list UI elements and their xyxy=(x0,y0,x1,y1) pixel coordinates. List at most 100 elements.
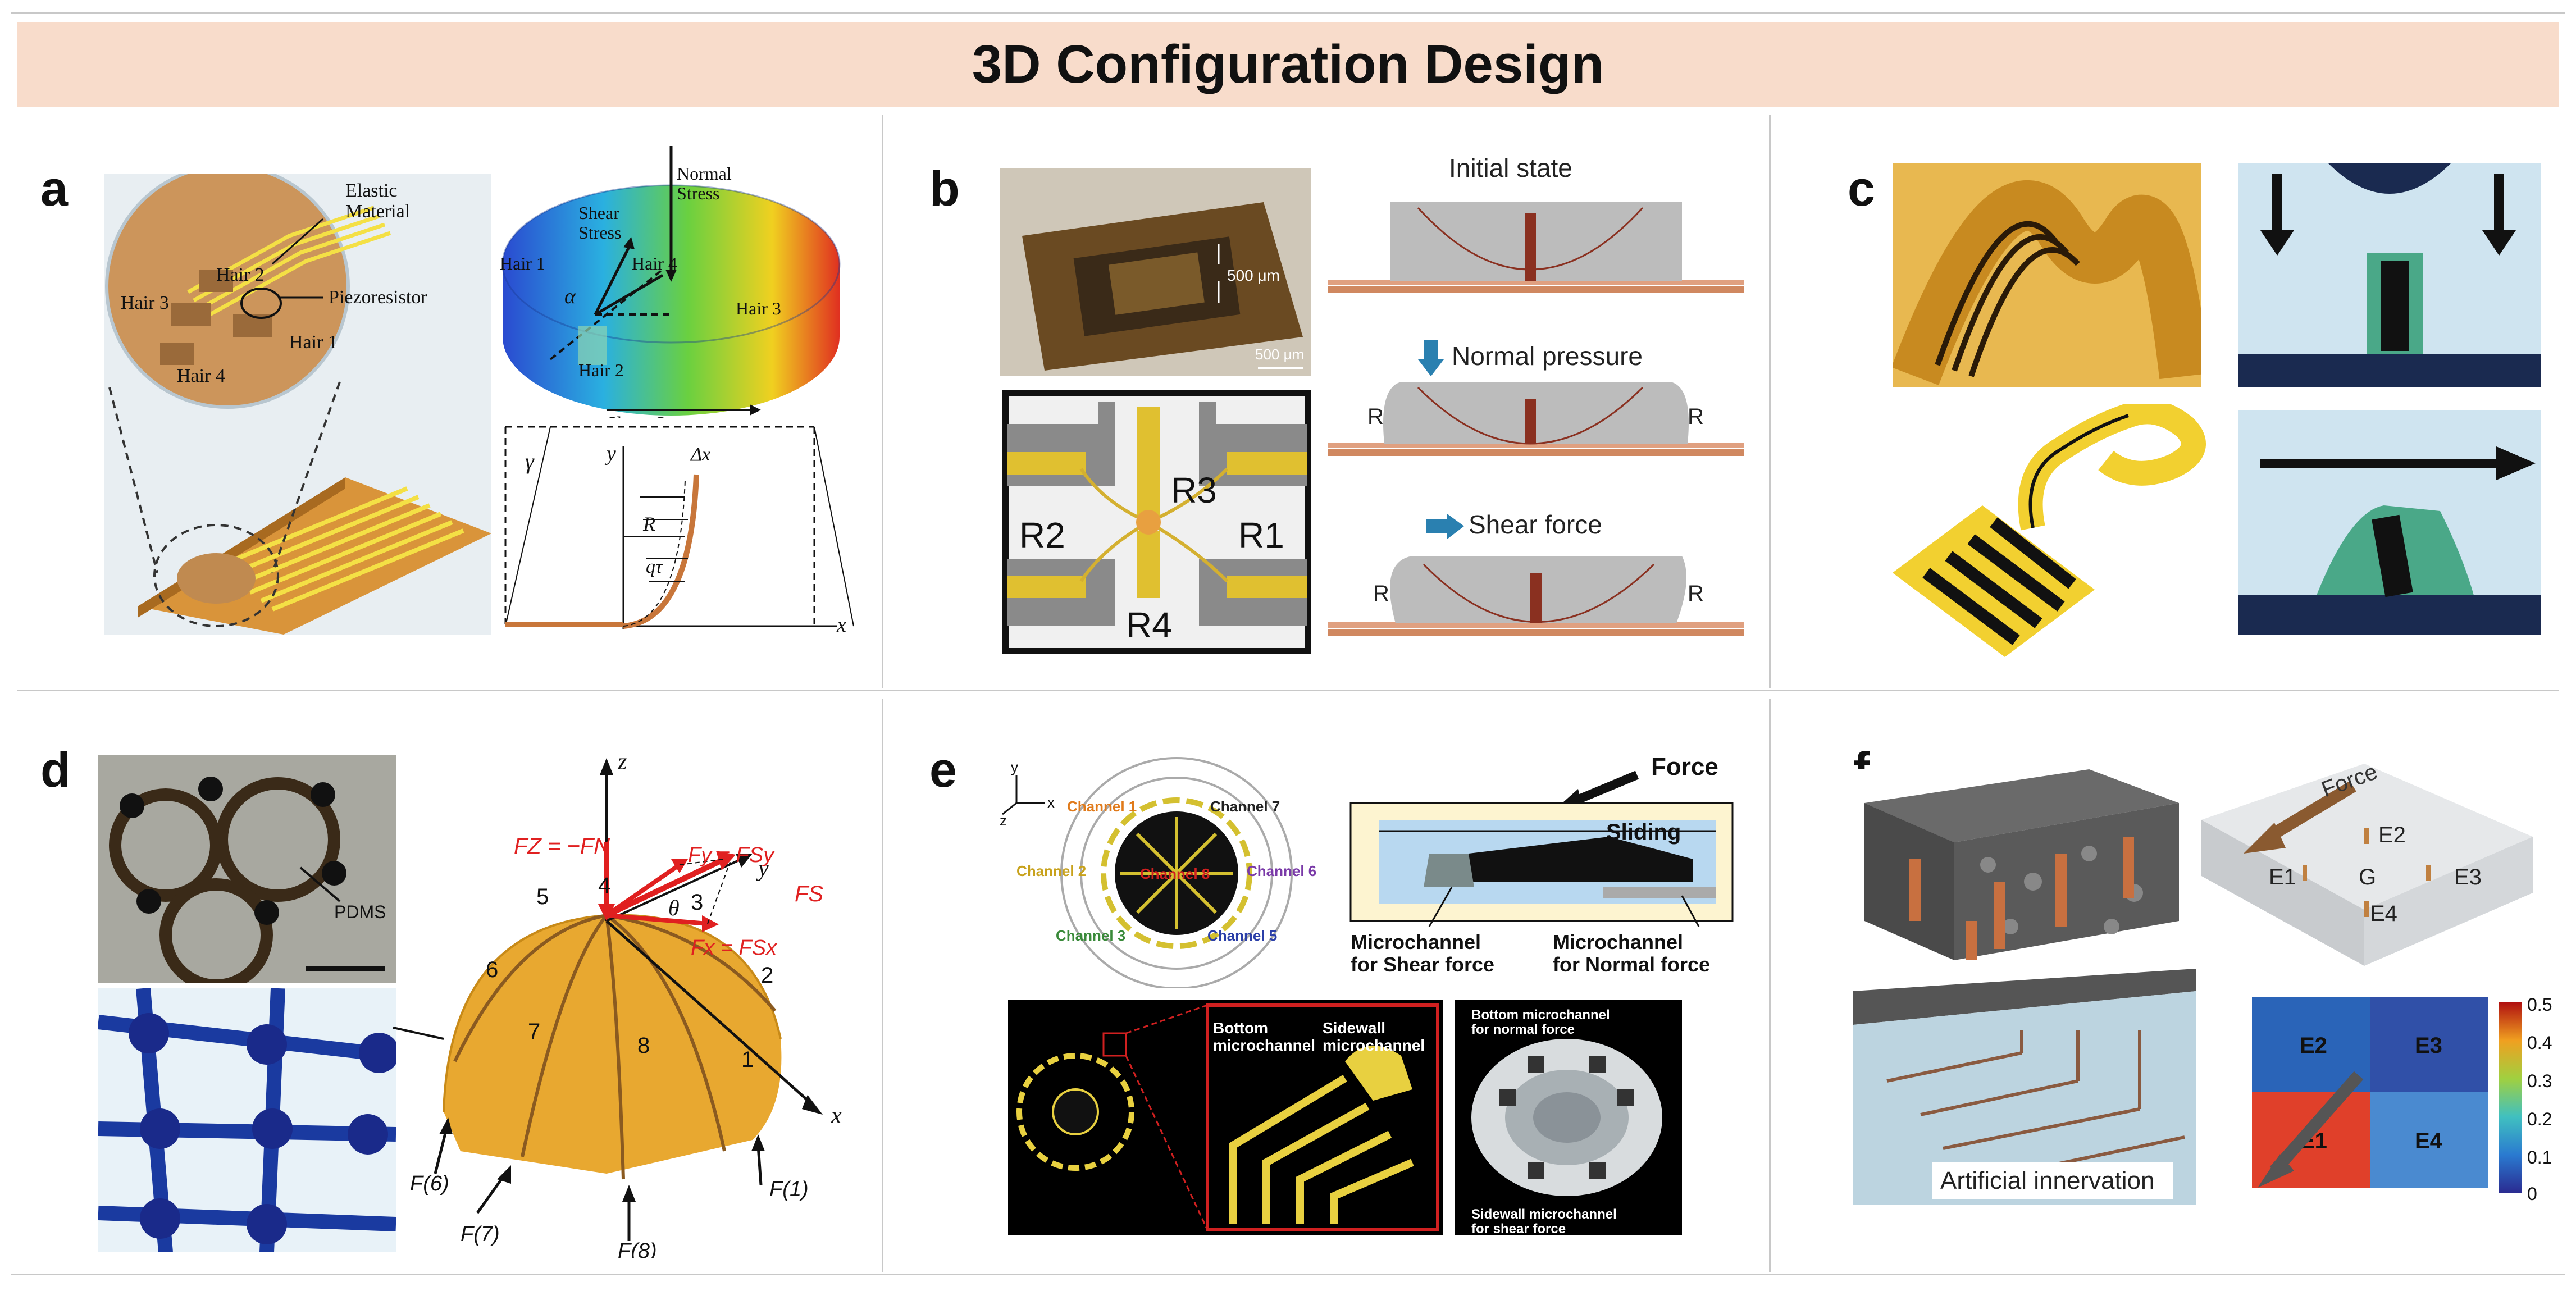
y-axis-label-d: y xyxy=(756,856,769,882)
sim-hair3-label: Hair 3 xyxy=(736,298,781,318)
planar-sensor-render xyxy=(1893,404,2207,657)
e3-label-render: E3 xyxy=(2454,865,2482,889)
x-axis-label: x xyxy=(836,613,846,637)
state-initial-label: Initial state xyxy=(1449,153,1572,183)
bottom-rule xyxy=(11,1274,2565,1275)
channel-layout: x y z Channel 1 Channel 7 Channel 2 Chan… xyxy=(1000,747,1337,988)
fs-label: FS xyxy=(795,882,823,906)
channel-2-label: Channel 2 xyxy=(1016,863,1086,879)
piezoresistor-label: Piezoresistor xyxy=(329,287,427,308)
porous-sponge-render xyxy=(1853,769,2190,966)
segment-6: 6 xyxy=(486,957,498,982)
panel-label-b: b xyxy=(929,161,960,216)
hair4-label: Hair 4 xyxy=(177,366,225,386)
segment-7: 7 xyxy=(528,1019,540,1044)
theta-label: θ xyxy=(668,895,680,920)
radius-label: R xyxy=(642,513,655,535)
sim-hair4-label: Hair 4 xyxy=(632,253,677,273)
row-divider xyxy=(17,690,2559,691)
hair3-label: Hair 3 xyxy=(121,293,169,313)
axis-y-e: y xyxy=(1011,759,1018,775)
electrode-layout-render: Force E2 E1 G E3 E4 xyxy=(2190,752,2544,977)
cbar-tick-0.2: 0.2 xyxy=(2527,1109,2552,1129)
alpha-label: α xyxy=(564,285,576,308)
force-label-e: Force xyxy=(1651,753,1718,781)
innervation-label: Artificial innervation xyxy=(1940,1167,2155,1194)
cbar-tick-0: 0 xyxy=(2527,1184,2537,1204)
pdms-label: PDMS xyxy=(334,902,386,922)
sim-hair1-label: Hair 1 xyxy=(500,253,545,273)
panel-label-e: e xyxy=(929,742,957,797)
state-normal-label: Normal pressure xyxy=(1452,341,1643,371)
fx-label: Fx = FSx xyxy=(691,936,778,960)
cbar-tick-0.5: 0.5 xyxy=(2527,995,2552,1015)
segment-2: 2 xyxy=(761,963,773,988)
f7-label: F(7) xyxy=(461,1222,500,1246)
channel-5-label: Channel 5 xyxy=(1207,927,1277,944)
sim-hair2-label: Hair 2 xyxy=(578,360,624,380)
r1-label: R1 xyxy=(1238,515,1284,555)
segment-3: 3 xyxy=(691,890,703,915)
normal-press-photo xyxy=(2238,163,2541,387)
pdms-photo: PDMS xyxy=(98,755,396,983)
resistor-layout: R3 R2 R1 R4 xyxy=(1002,390,1311,654)
divider-de xyxy=(882,699,883,1272)
dx-label: Δx xyxy=(690,444,710,465)
divider-bc xyxy=(1769,115,1771,688)
f8-label: F(8) xyxy=(618,1239,657,1258)
scale-label-inner: 500 μm xyxy=(1227,267,1280,284)
e4-label-render: E4 xyxy=(2370,901,2397,926)
r2-label: R2 xyxy=(1019,515,1065,555)
channel-3-label: Channel 3 xyxy=(1056,927,1125,944)
sliding-label: Sliding xyxy=(1606,820,1681,845)
innervation-render: Artificial innervation xyxy=(1853,969,2196,1205)
figure-title-bar: 3D Configuration Design xyxy=(17,22,2559,107)
hair2-label: Hair 2 xyxy=(216,264,265,285)
r4-label: R4 xyxy=(1126,605,1172,645)
fy-label: Fy = FSy xyxy=(688,843,775,867)
cbar-tick-0.4: 0.4 xyxy=(2527,1033,2552,1053)
channel-1-label: Channel 1 xyxy=(1067,798,1137,815)
arch-sensor-photo xyxy=(1893,163,2201,387)
dome-force-diagram: z y x FZ = −FN Fy = FSy FS Fx = FSx θ 1 … xyxy=(393,749,842,1258)
panel-label-c: c xyxy=(1848,161,1875,216)
channel-8-label: Channel 8 xyxy=(1140,865,1210,882)
panel-label-a: a xyxy=(40,161,68,216)
mesh-render xyxy=(98,988,396,1252)
r3-label: R3 xyxy=(1171,470,1217,510)
scale-label-bar: 500 μm xyxy=(1255,346,1304,363)
hair-bending-diagram: γ y x R Δx qτ xyxy=(500,418,859,637)
axis-x-e: x xyxy=(1047,794,1055,811)
segment-5: 5 xyxy=(536,884,549,909)
divider-ef xyxy=(1769,699,1771,1272)
r-right-normal: R xyxy=(1688,404,1704,429)
gamma-label: γ xyxy=(525,449,535,474)
segment-4: 4 xyxy=(598,873,610,898)
f6-label: F(6) xyxy=(410,1172,449,1196)
heat-e2: E2 xyxy=(2300,1033,2327,1058)
q-tau-label: qτ xyxy=(646,556,663,577)
top-rule xyxy=(11,12,2565,14)
x-axis-label-d: x xyxy=(831,1103,842,1129)
hair1-label: Hair 1 xyxy=(289,332,338,353)
fz-label: FZ = −FN xyxy=(514,834,610,859)
cbar-tick-0.3: 0.3 xyxy=(2527,1071,2552,1091)
cbar-tick-0.1: 0.1 xyxy=(2527,1147,2552,1167)
channel-7-label: Channel 7 xyxy=(1210,798,1280,815)
segment-8: 8 xyxy=(637,1033,650,1058)
shear-press-photo xyxy=(2238,410,2541,635)
y-axis-label: y xyxy=(604,442,616,466)
e1-label-render: E1 xyxy=(2269,865,2296,889)
axis-z-e: z xyxy=(1000,812,1007,829)
